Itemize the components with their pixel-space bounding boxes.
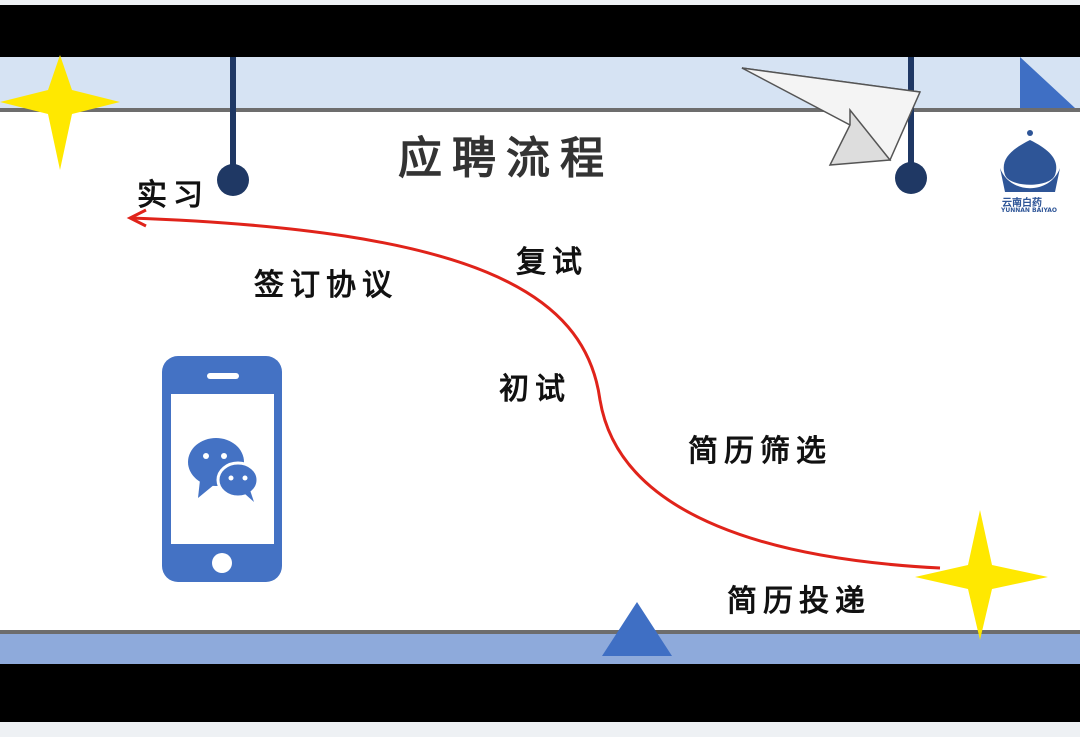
star-icon-bottom-right <box>915 510 1048 640</box>
corner-triangle <box>1020 57 1075 108</box>
bottom-triangle <box>602 602 672 656</box>
process-path-arrow <box>129 216 941 570</box>
step-resume-submit: 简历投递 <box>727 584 871 619</box>
bottom-blue-band <box>0 634 1080 664</box>
step-resume-screen: 简历筛选 <box>688 434 832 469</box>
bottom-black-bar <box>0 664 1080 722</box>
step-sign-agreement: 签订协议 <box>254 268 398 303</box>
wechat-icon <box>188 438 260 502</box>
slide-title: 应聘流程 <box>398 133 614 184</box>
top-divider <box>0 108 1080 112</box>
yunnan-baiyao-logo-icon <box>1000 130 1060 192</box>
hanging-dot-left <box>217 164 249 196</box>
paper-plane-icon <box>741 67 922 166</box>
hanging-dot-right <box>895 162 927 194</box>
step-internship: 实习 <box>137 178 209 213</box>
top-black-bar <box>0 5 1080 57</box>
star-icon-top-left <box>0 55 120 170</box>
bottom-divider <box>0 630 1080 634</box>
step-first-interview: 初试 <box>499 372 571 407</box>
arrow-head-icon <box>126 208 147 228</box>
step-second-interview: 复试 <box>516 245 588 280</box>
logo-text-cn: 云南白药 <box>1002 198 1042 209</box>
logo-text-en: YUNNAN BAIYAO <box>1001 207 1057 214</box>
